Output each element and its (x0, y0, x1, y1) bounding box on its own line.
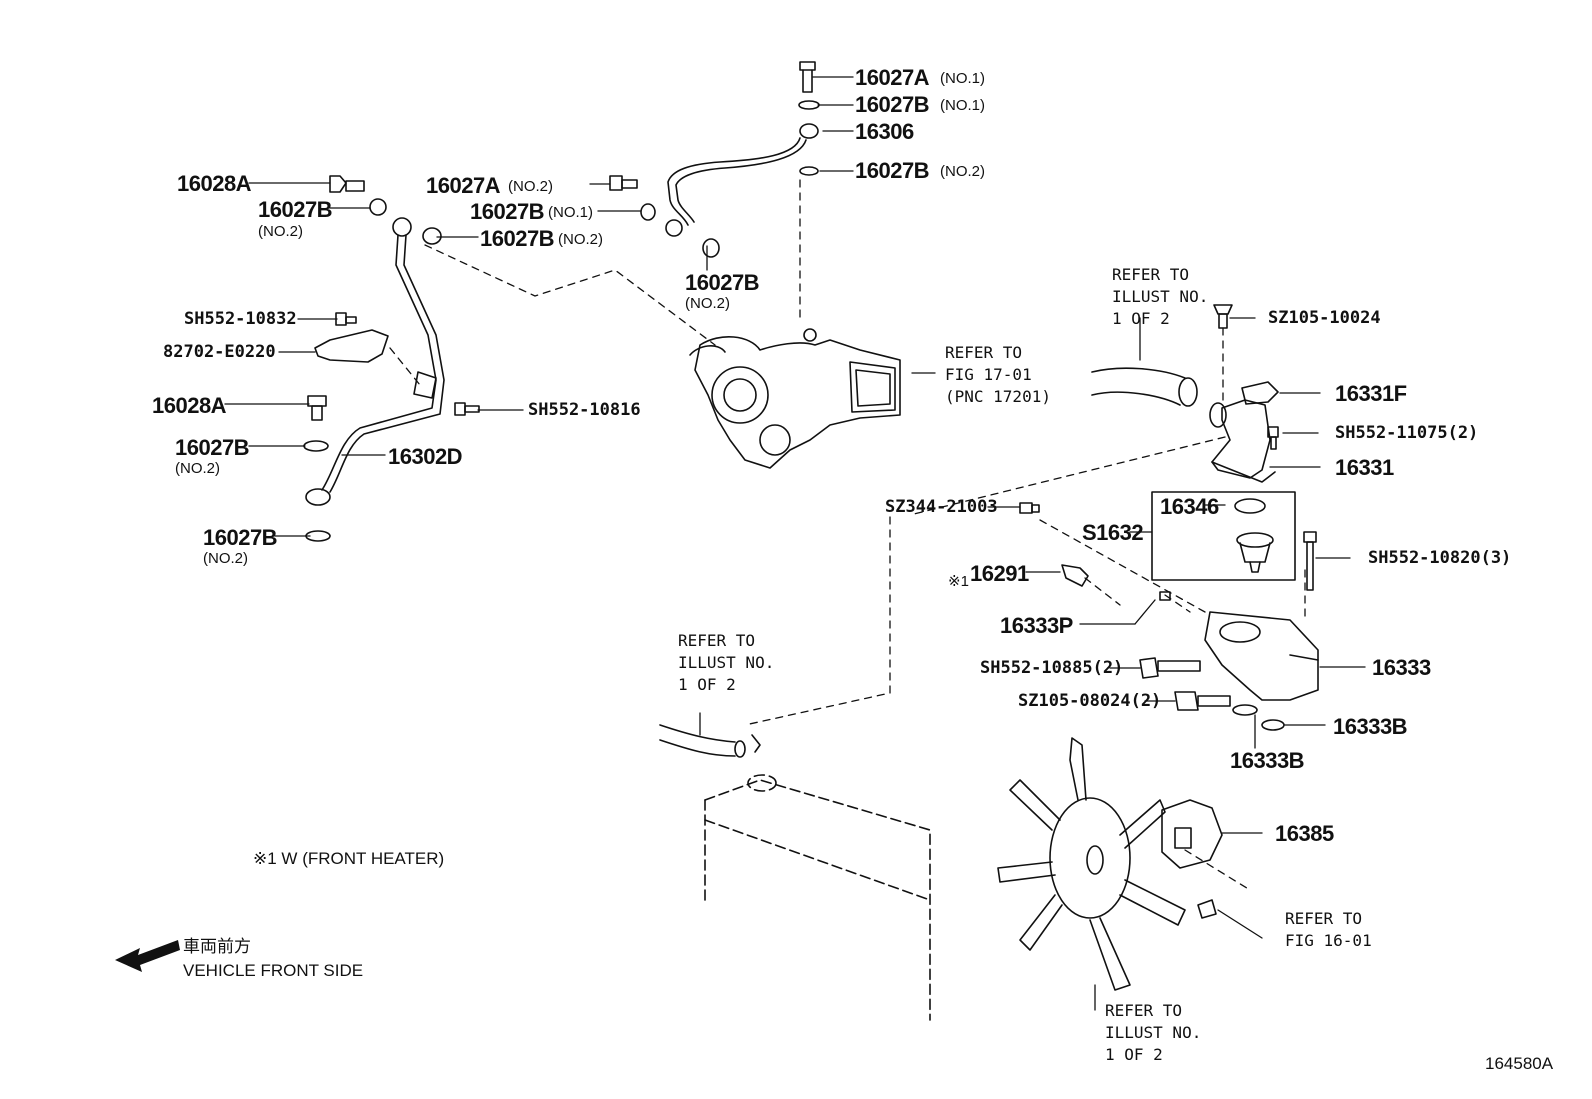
washer-icon (305, 530, 331, 542)
part-label-sh552-11075: SH552-11075(2) (1335, 423, 1479, 443)
reference-turbo: REFER TO FIG 17-01 (PNC 17201) (945, 343, 1051, 406)
washer-icon (799, 166, 819, 176)
bolt-icon (307, 395, 327, 421)
part-label-16331: 16331 (1335, 455, 1394, 480)
o-ring (1261, 719, 1285, 731)
arrow-left-icon (115, 940, 180, 972)
part-label-16027B: 16027B (203, 525, 278, 550)
part-label-16302D: 16302D (388, 444, 463, 469)
qualifier: (NO.2) (940, 163, 985, 180)
radiator-icon (704, 774, 931, 1021)
washer-icon (640, 203, 656, 221)
part-label-16027B: 16027B (855, 92, 930, 117)
part-label-16333: 16333 (1372, 655, 1431, 680)
bolt-icon (1174, 691, 1231, 711)
washer-icon (798, 100, 820, 110)
part-label-16027B: 16027B (480, 226, 555, 251)
o-ring (1232, 704, 1258, 716)
reference-hose-left: REFER TO ILLUST NO. 1 OF 2 (678, 631, 775, 694)
part-label-16331F: 16331F (1335, 381, 1407, 406)
part-label-16333B: 16333B (1230, 748, 1305, 773)
part-label-16027B: 16027B (175, 435, 250, 460)
part-label-sh552-10885: SH552-10885(2) (980, 658, 1124, 678)
bolt-icon (1213, 304, 1233, 329)
part-label-sz344-21003: SZ344-21003 (885, 497, 998, 517)
washer-icon (1234, 498, 1266, 514)
diagram-id: 164580A (1485, 1054, 1554, 1073)
qualifier: (NO.2) (203, 550, 248, 567)
front-heater-note: ※1 W (FRONT HEATER) (253, 849, 445, 868)
union-fitting (1061, 564, 1089, 587)
oil-feed-pipe (665, 137, 807, 237)
part-label-16346: 16346 (1160, 494, 1219, 519)
bolt-icon (454, 402, 480, 416)
part-label-16027B: 16027B (855, 158, 930, 183)
fan-coupling (1161, 799, 1223, 869)
washer-icon (369, 198, 387, 216)
part-label-16027B: 16027B (258, 197, 333, 222)
part-label-16028A: 16028A (177, 171, 252, 196)
part-label-16306: 16306 (855, 119, 914, 144)
bolt-icon (1139, 657, 1201, 679)
part-label-16333B: 16333B (1333, 714, 1408, 739)
part-label-sz105-10024: SZ105-10024 (1268, 308, 1381, 328)
dashed-lines (389, 179, 1306, 891)
coolant-hose (1091, 367, 1198, 407)
part-label-sh552-10816: SH552-10816 (528, 400, 641, 420)
qualifier: (NO.1) (940, 70, 985, 87)
washer-icon (702, 238, 720, 258)
bolt-icon (799, 61, 816, 93)
part-label-16027B: 16027B (685, 270, 760, 295)
plug-icon (1019, 502, 1040, 514)
part-label-sh552-10820: SH552-10820(3) (1368, 548, 1512, 568)
qualifier: (NO.1) (940, 97, 985, 114)
qualifier: (NO.2) (258, 223, 303, 240)
vehicle-front-jp: 車両前方 (183, 937, 251, 956)
part-label-16027A: 16027A (426, 173, 501, 198)
thermostat-box (1151, 491, 1296, 581)
reference-fan-bottom: REFER TO ILLUST NO. 1 OF 2 (1105, 1001, 1202, 1064)
part-label-16028A: 16028A (152, 393, 227, 418)
part-label-sh552-10832: SH552-10832 (184, 309, 297, 329)
part-label-16291: 16291 (970, 561, 1029, 586)
part-label-sz105-08024: SZ105-08024(2) (1018, 691, 1162, 711)
bolt-icon (329, 175, 365, 193)
plug-icon (1159, 591, 1171, 601)
washer-icon (422, 227, 442, 245)
part-label-82702-e0220: 82702-E0220 (163, 342, 276, 362)
bracket (314, 329, 389, 363)
part-label-16333P: 16333P (1000, 613, 1073, 638)
part-label-16385: 16385 (1275, 821, 1334, 846)
leader-lines (224, 76, 1366, 1011)
oil-return-pipe (305, 217, 445, 506)
qualifier: (NO.2) (558, 231, 603, 248)
part-label-16027B: 16027B (470, 199, 545, 224)
qualifier: (NO.2) (508, 178, 553, 195)
bolt-icon (609, 175, 638, 191)
qualifier: (NO.1) (548, 204, 593, 221)
bolt-icon (1303, 531, 1317, 591)
bolt-icon (335, 312, 357, 326)
water-outlet (1209, 399, 1276, 483)
vehicle-front-en: VEHICLE FRONT SIDE (183, 961, 364, 980)
heater-hose (659, 724, 761, 758)
bolt-icon (1197, 899, 1217, 919)
qualifier: (NO.2) (685, 295, 730, 312)
reference-hose-top: REFER TO ILLUST NO. 1 OF 2 (1112, 265, 1209, 328)
fan-icon (997, 737, 1186, 991)
note-mark: ※1 (948, 573, 969, 590)
part-label-16027A: 16027A (855, 65, 930, 90)
reference-fan-fig: REFER TO FIG 16-01 (1285, 909, 1372, 950)
bolt-icon (1267, 426, 1279, 450)
part-label-s1632: S1632 (1082, 520, 1144, 545)
turbocharger-icon (689, 328, 901, 469)
water-inlet-housing (1204, 611, 1319, 701)
gasket (1241, 381, 1279, 405)
qualifier: (NO.2) (175, 460, 220, 477)
washer-icon (303, 440, 329, 452)
thermostat-icon (1236, 532, 1274, 573)
